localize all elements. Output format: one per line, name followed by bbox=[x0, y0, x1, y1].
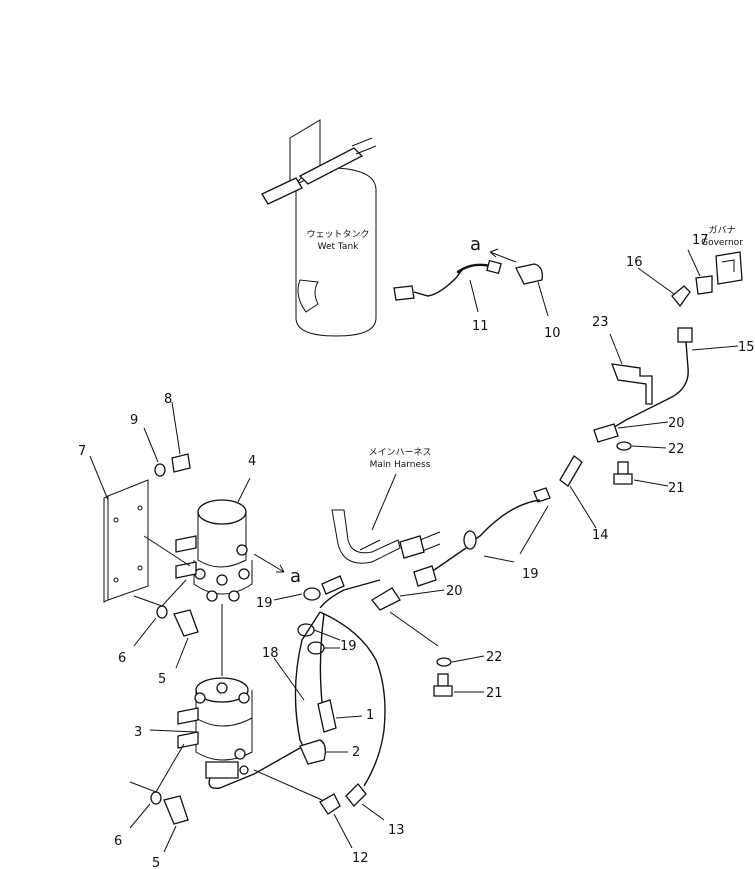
callout-11: 11 bbox=[472, 319, 489, 334]
governor-label-jp: ガバナ bbox=[708, 225, 735, 236]
callout-21-upper: 21 bbox=[668, 481, 685, 496]
callout-13: 13 bbox=[388, 823, 405, 838]
callout-17: 17 bbox=[692, 233, 709, 248]
elbow-16 bbox=[637, 267, 691, 308]
elbow-12 bbox=[253, 769, 353, 849]
bolt-8 bbox=[171, 401, 191, 473]
fitting-20-lower bbox=[371, 587, 445, 647]
callout-21-lower: 21 bbox=[486, 686, 503, 701]
wet-tank-label-jp: ウェットタンク bbox=[306, 229, 369, 240]
ref-a-top: a bbox=[470, 234, 481, 255]
callout-22-upper: 22 bbox=[668, 442, 685, 457]
main-harness-label-en: Main Harness bbox=[370, 460, 431, 470]
plug-1 bbox=[317, 699, 363, 733]
connector-14 bbox=[559, 455, 597, 529]
callout-5-upper: 5 bbox=[158, 672, 166, 687]
harness-18 bbox=[273, 611, 325, 749]
callout-2: 2 bbox=[352, 745, 360, 760]
callout-4: 4 bbox=[248, 454, 256, 469]
elbow-2 bbox=[299, 739, 348, 765]
wet-tank bbox=[261, 119, 377, 337]
washer-6-lower bbox=[129, 743, 185, 829]
bolt-5-upper bbox=[173, 609, 199, 669]
bolt-5-lower bbox=[163, 795, 189, 853]
callout-20-upper: 20 bbox=[668, 416, 685, 431]
clamp-19-a bbox=[273, 575, 345, 601]
callout-3: 3 bbox=[134, 725, 142, 740]
main-harness bbox=[331, 509, 441, 564]
callout-18: 18 bbox=[262, 646, 279, 661]
hose-13 bbox=[319, 579, 386, 821]
bracket-23 bbox=[609, 333, 653, 405]
callout-10: 10 bbox=[544, 326, 561, 341]
washer-6-upper bbox=[133, 579, 187, 647]
callout-19-b: 19 bbox=[340, 639, 357, 654]
callout-1: 1 bbox=[366, 708, 374, 723]
connector-17 bbox=[687, 249, 713, 295]
callout-7: 7 bbox=[78, 444, 86, 459]
valve-3 bbox=[149, 677, 301, 789]
valve-4 bbox=[143, 477, 253, 602]
callout-15: 15 bbox=[738, 340, 755, 355]
clamp-20-upper bbox=[593, 421, 669, 443]
plate-7 bbox=[89, 455, 149, 603]
arrow-a-top bbox=[489, 248, 517, 263]
hose-11 bbox=[393, 259, 502, 313]
hose-15 bbox=[605, 327, 739, 433]
callout-20-lower: 20 bbox=[446, 584, 463, 599]
governor-label-en: Governor bbox=[701, 238, 743, 248]
callout-6-lower: 6 bbox=[114, 834, 122, 849]
washer-9 bbox=[143, 427, 166, 477]
callout-22-lower: 22 bbox=[486, 650, 503, 665]
callout-19-a: 19 bbox=[256, 596, 273, 611]
hose-19-right bbox=[413, 487, 551, 587]
callout-23: 23 bbox=[592, 315, 609, 330]
elbow-10 bbox=[515, 263, 549, 317]
main-harness-leader bbox=[371, 473, 397, 531]
main-harness-label-jp: メインハーネス bbox=[368, 447, 431, 458]
bolt-21-lower bbox=[433, 673, 484, 697]
arrow-a-mid bbox=[253, 553, 285, 573]
clamp-19-b bbox=[297, 623, 341, 655]
callout-12: 12 bbox=[352, 851, 369, 866]
ref-a-mid: a bbox=[290, 566, 301, 587]
washer-22-upper bbox=[616, 441, 667, 451]
callout-8: 8 bbox=[164, 392, 172, 407]
washer-22-lower bbox=[436, 655, 485, 667]
callout-9: 9 bbox=[130, 413, 138, 428]
callout-14: 14 bbox=[592, 528, 609, 543]
callout-19-right: 19 bbox=[522, 567, 539, 582]
bolt-21-upper bbox=[613, 461, 669, 487]
wet-tank-label-en: Wet Tank bbox=[318, 242, 360, 252]
callout-6-upper: 6 bbox=[118, 651, 126, 666]
callout-5-lower: 5 bbox=[152, 856, 160, 869]
callout-16: 16 bbox=[626, 255, 643, 270]
